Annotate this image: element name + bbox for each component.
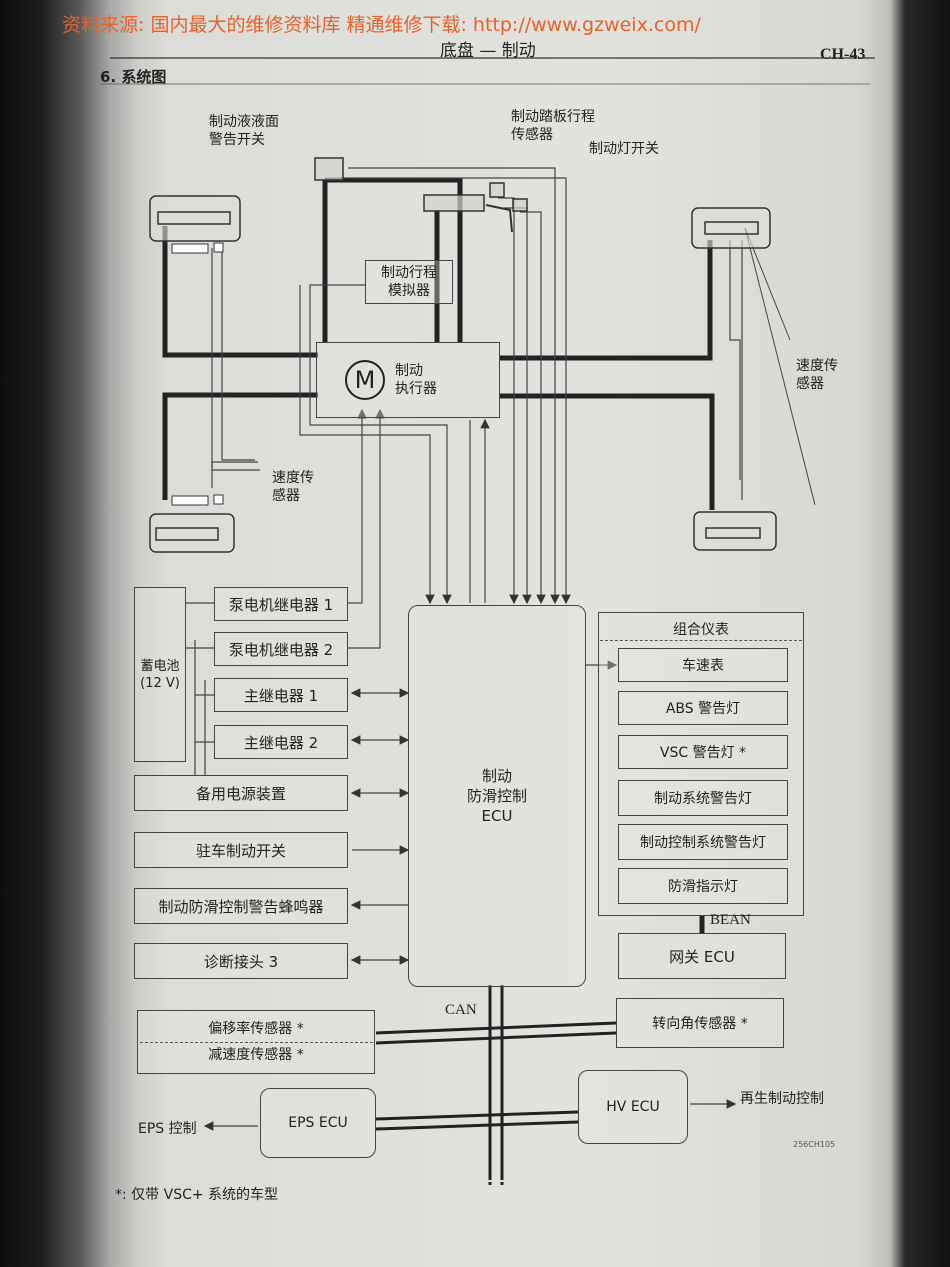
pedal-stroke-sensor-label-1: 制动踏板行程 xyxy=(511,109,595,125)
meter-item-vsc-warning: VSC 警告灯 * xyxy=(618,735,788,769)
dlc3-label: 诊断接头 3 xyxy=(203,952,279,971)
ecu-label-1: 制动 xyxy=(481,767,512,785)
figure-code: 256CH105 xyxy=(793,1140,836,1149)
fluid-level-switch-label-1: 制动液液面 xyxy=(209,114,279,130)
combination-meter-label: 组合仪表 xyxy=(673,622,729,638)
warning-buzzer-label: 制动防滑控制警告蜂鸣器 xyxy=(158,897,324,916)
brake-skid-control-ecu: 制动 防滑控制 ECU xyxy=(408,605,586,987)
decel-sensor-label: 减速度传感器 * xyxy=(208,1047,304,1063)
brake-actuator-box: M 制动 执行器 xyxy=(316,342,500,418)
speed-sensor-left-label-2: 感器 xyxy=(272,488,300,504)
steering-angle-sensor-label: 转向角传感器 * xyxy=(652,1016,748,1032)
battery-label: 蓄电池 xyxy=(140,658,180,674)
section-heading: 6. 系统图 xyxy=(100,68,167,86)
meter-item-brake-control-warning: 制动控制系统警告灯 xyxy=(618,824,788,860)
page-title: 底盘 — 制动 xyxy=(440,41,536,61)
meter-item-label: 制动系统警告灯 xyxy=(654,791,752,807)
hv-ecu-label: HV ECU xyxy=(606,1099,660,1115)
meter-item-abs-warning: ABS 警告灯 xyxy=(618,691,788,725)
ecu-label-2: 防滑控制 xyxy=(466,787,527,805)
main-relay-2-label: 主继电器 2 xyxy=(243,733,319,752)
pump-relay-1-box: 泵电机继电器 1 xyxy=(214,587,348,621)
stroke-simulator-label-2: 模拟器 xyxy=(388,283,430,299)
meter-item-label: ABS 警告灯 xyxy=(665,701,741,717)
ecu-label-3: ECU xyxy=(481,807,513,825)
battery-box: 蓄电池 (12 V) xyxy=(134,587,186,762)
meter-item-label: 制动控制系统警告灯 xyxy=(640,835,766,851)
warning-buzzer-box: 制动防滑控制警告蜂鸣器 xyxy=(134,888,348,924)
regen-control-label: 再生制动控制 xyxy=(740,1091,824,1107)
pump-relay-2-label: 泵电机继电器 2 xyxy=(228,640,334,659)
speed-sensor-right-label-2: 感器 xyxy=(796,376,824,392)
eps-ecu-label: EPS ECU xyxy=(288,1115,348,1131)
main-relay-1-box: 主继电器 1 xyxy=(214,678,348,712)
meter-item-label: 防滑指示灯 xyxy=(668,879,738,895)
fluid-level-switch-label-2: 警告开关 xyxy=(209,132,265,148)
actuator-label: 制动 执行器 xyxy=(395,362,437,398)
pump-relay-2-box: 泵电机继电器 2 xyxy=(214,632,348,666)
meter-item-label: 车速表 xyxy=(682,658,724,674)
page-number: CH-43 xyxy=(820,46,866,63)
backup-power-box: 备用电源装置 xyxy=(134,775,348,811)
main-relay-1-label: 主继电器 1 xyxy=(243,686,319,705)
motor-symbol: M xyxy=(354,366,376,394)
actuator-label-1: 制动 xyxy=(395,363,423,379)
speed-sensor-right-label-1: 速度传 xyxy=(796,358,838,374)
combination-meter-box xyxy=(598,612,804,916)
meter-item-brake-system-warning: 制动系统警告灯 xyxy=(618,780,788,816)
actuator-label-2: 执行器 xyxy=(395,381,437,397)
gateway-ecu-label: 网关 ECU xyxy=(669,947,735,966)
stop-light-switch-label: 制动灯开关 xyxy=(589,141,659,157)
hv-ecu-box: HV ECU xyxy=(578,1070,688,1144)
steering-angle-sensor-box: 转向角传感器 * xyxy=(616,998,784,1048)
parking-brake-switch-box: 驻车制动开关 xyxy=(134,832,348,868)
gateway-ecu-box: 网关 ECU xyxy=(618,933,786,979)
battery-voltage: (12 V) xyxy=(140,675,180,691)
meter-item-slip-indicator: 防滑指示灯 xyxy=(618,868,788,904)
eps-ecu-box: EPS ECU xyxy=(260,1088,376,1158)
meter-item-speedometer: 车速表 xyxy=(618,648,788,682)
sensor-divider xyxy=(140,1042,373,1043)
bean-label: BEAN xyxy=(710,912,751,928)
main-relay-2-box: 主继电器 2 xyxy=(214,725,348,759)
dlc3-box: 诊断接头 3 xyxy=(134,943,348,979)
stroke-simulator-box: 制动行程 模拟器 xyxy=(365,260,453,304)
pedal-stroke-sensor-label-2: 传感器 xyxy=(511,127,553,143)
meter-item-label: VSC 警告灯 * xyxy=(659,745,747,761)
backup-power-label: 备用电源装置 xyxy=(195,784,286,803)
yaw-rate-sensor-label: 偏移率传感器 * xyxy=(208,1021,304,1037)
watermark-text: 资料来源: 国内最大的维修资料库 精通维修下载: http://www.gzwe… xyxy=(62,14,701,36)
can-label: CAN xyxy=(445,1002,477,1018)
speed-sensor-left-label-1: 速度传 xyxy=(272,470,314,486)
footnote: *: 仅带 VSC+ 系统的车型 xyxy=(115,1187,279,1203)
motor-icon: M xyxy=(345,360,385,400)
stroke-simulator-label-1: 制动行程 xyxy=(381,265,437,281)
parking-brake-switch-label: 驻车制动开关 xyxy=(195,841,286,860)
eps-control-label: EPS 控制 xyxy=(138,1121,197,1137)
meter-divider xyxy=(600,640,802,641)
pump-relay-1-label: 泵电机继电器 1 xyxy=(228,595,334,614)
